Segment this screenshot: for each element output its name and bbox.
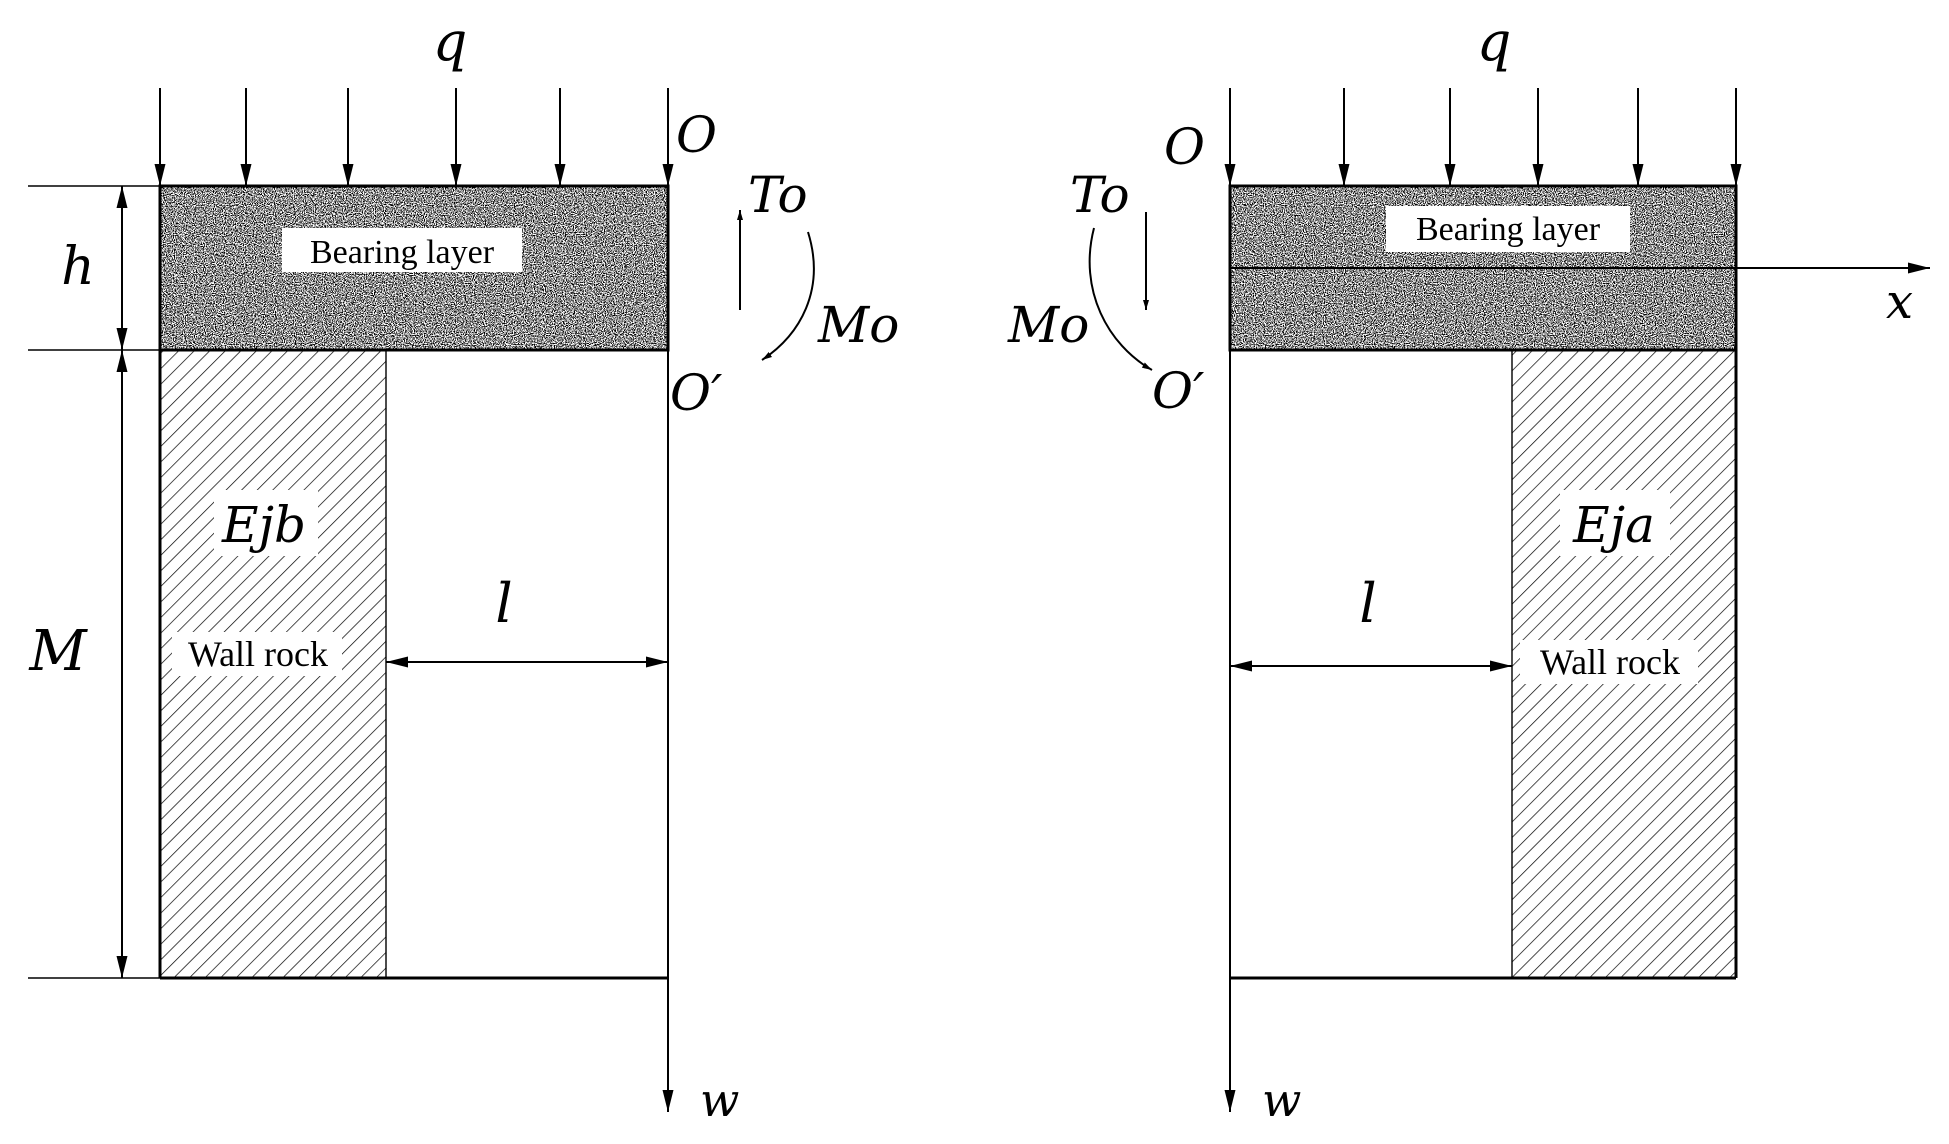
right-bearing-layer-label: Bearing layer	[1416, 211, 1601, 248]
left-wall-rock-label-bg	[172, 632, 342, 676]
right-panel: Bearing layer x Eja Wall rock w l q O O′…	[1007, 10, 1930, 1127]
left-modulus-label: Ejb	[221, 496, 306, 554]
right-modulus-label-bg	[1560, 490, 1670, 556]
right-distributed-load-arrows	[1224, 88, 1742, 186]
left-moment-label: Mo	[817, 296, 899, 354]
left-origin-label: O	[676, 106, 717, 164]
left-distributed-load-arrows	[154, 88, 674, 186]
right-wall-rock-label: Wall rock	[1540, 642, 1680, 682]
left-l-label: l	[495, 572, 512, 635]
left-q-label: q	[433, 10, 468, 73]
left-bearing-layer-label: Bearing layer	[310, 234, 495, 271]
right-q-label: q	[1477, 10, 1512, 73]
right-origin-label: O	[1164, 118, 1205, 176]
left-bearing-layer-label-bg	[282, 228, 522, 272]
left-panel: Bearing layer Ejb Wall rock w h M l q O …	[28, 10, 899, 1127]
left-wall-rock-label: Wall rock	[188, 634, 328, 674]
right-moment-arrow	[1088, 227, 1153, 371]
right-l-label: l	[1359, 572, 1376, 635]
right-origin-prime-label: O′	[1152, 362, 1205, 420]
left-origin-prime-label: O′	[670, 364, 723, 422]
left-deflection-axis-label: w	[700, 1073, 739, 1127]
right-x-axis-label: x	[1886, 274, 1913, 330]
left-modulus-label-bg	[214, 490, 318, 556]
right-modulus-label: Eja	[1572, 496, 1655, 554]
right-deflection-axis-label: w	[1262, 1073, 1301, 1127]
right-moment-label: Mo	[1007, 296, 1089, 354]
left-M-label: M	[28, 619, 88, 684]
right-bearing-layer-label-bg	[1386, 206, 1630, 252]
left-h-label: h	[61, 237, 95, 297]
left-moment-arrow	[761, 231, 815, 361]
right-shear-label: To	[1070, 166, 1130, 224]
right-wall-rock-label-bg	[1520, 640, 1698, 684]
left-shear-label: To	[748, 166, 808, 224]
